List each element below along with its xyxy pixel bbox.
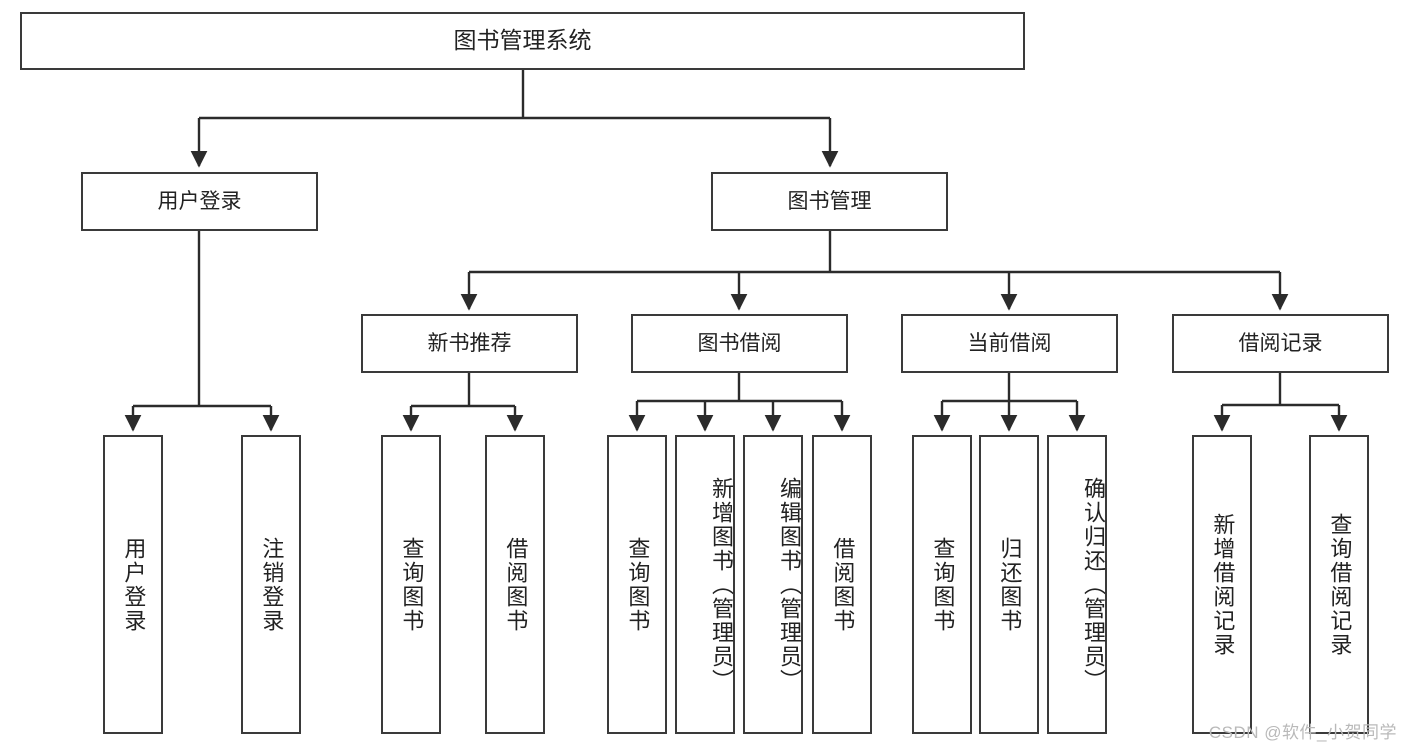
leaf-record-add-borrow-record[interactable]: 新增借阅记录 <box>1192 435 1252 734</box>
leaf-recommend-query-book[interactable]: 查询图书 <box>381 435 441 734</box>
node-label: 图书管理 <box>787 189 872 213</box>
node-label: 编辑图书（管理员） <box>777 476 802 693</box>
node-label: 查询借阅记录 <box>1327 512 1353 657</box>
node-label: 注销登录 <box>259 536 285 633</box>
node-label: 当前借阅 <box>967 331 1052 355</box>
node-current-borrow[interactable]: 当前借阅 <box>901 314 1118 373</box>
node-book-management[interactable]: 图书管理 <box>711 172 948 231</box>
leaf-borrow-borrow-book[interactable]: 借阅图书 <box>812 435 872 734</box>
leaf-user-login[interactable]: 用户登录 <box>103 435 163 734</box>
node-borrow-record[interactable]: 借阅记录 <box>1172 314 1389 373</box>
watermark: CSDN @软件_小贺同学 <box>1208 723 1397 742</box>
node-label: 借阅图书 <box>830 536 856 633</box>
node-label: 图书管理系统 <box>453 27 592 54</box>
node-label: 归还图书 <box>997 536 1023 633</box>
leaf-current-return-book[interactable]: 归还图书 <box>979 435 1039 734</box>
node-root-system[interactable]: 图书管理系统 <box>20 12 1025 70</box>
node-label: 图书借阅 <box>697 331 782 355</box>
node-label: 用户登录 <box>121 536 147 633</box>
leaf-borrow-add-book-admin[interactable]: 新增图书（管理员） <box>675 435 735 734</box>
node-label: 用户登录 <box>157 189 242 213</box>
node-new-book-recommend[interactable]: 新书推荐 <box>361 314 578 373</box>
leaf-current-confirm-return-admin[interactable]: 确认归还（管理员） <box>1047 435 1107 734</box>
leaf-record-query-borrow-record[interactable]: 查询借阅记录 <box>1309 435 1369 734</box>
leaf-user-logout[interactable]: 注销登录 <box>241 435 301 734</box>
node-book-borrow[interactable]: 图书借阅 <box>631 314 848 373</box>
node-label: 确认归还（管理员） <box>1081 476 1106 693</box>
node-user-login[interactable]: 用户登录 <box>81 172 318 231</box>
node-label: 查询图书 <box>625 536 651 633</box>
node-label: 新增图书（管理员） <box>709 476 734 693</box>
node-label: 借阅图书 <box>503 536 529 633</box>
node-label: 查询图书 <box>930 536 956 633</box>
node-label: 新增借阅记录 <box>1210 512 1236 657</box>
leaf-borrow-edit-book-admin[interactable]: 编辑图书（管理员） <box>743 435 803 734</box>
leaf-recommend-borrow-book[interactable]: 借阅图书 <box>485 435 545 734</box>
leaf-borrow-query-book[interactable]: 查询图书 <box>607 435 667 734</box>
node-label: 借阅记录 <box>1238 331 1323 355</box>
node-label: 查询图书 <box>399 536 425 633</box>
node-label: 新书推荐 <box>427 331 512 355</box>
leaf-current-query-book[interactable]: 查询图书 <box>912 435 972 734</box>
